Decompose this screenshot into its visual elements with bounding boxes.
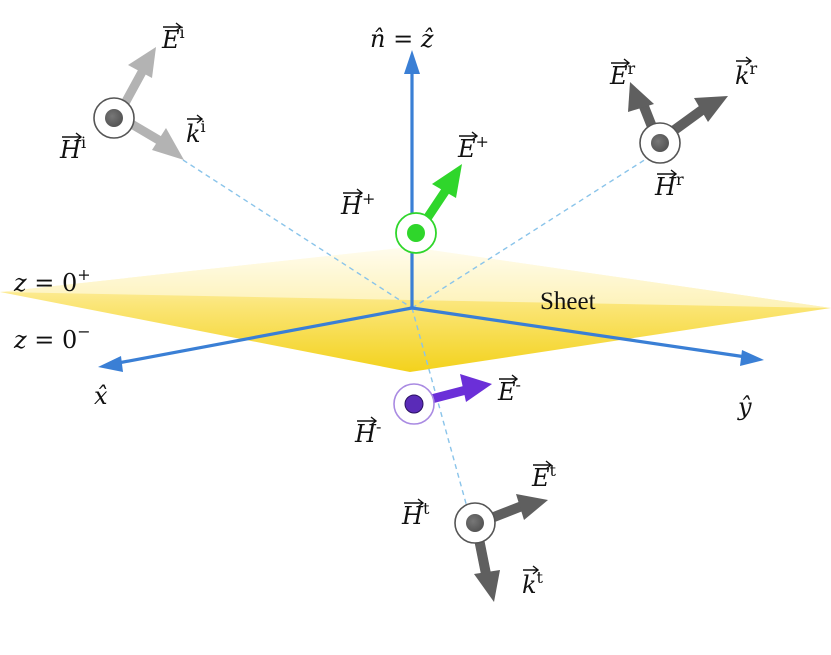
y-axis	[411, 306, 747, 359]
incident-E-arrowhead	[128, 47, 156, 78]
transmitted-wave	[454, 494, 548, 602]
transmitted-k-label: kt	[522, 565, 544, 599]
transmitted-E-arrowhead	[516, 494, 548, 520]
incident-H-label: Hi	[59, 132, 86, 164]
minus-E-arrowhead	[460, 374, 492, 402]
svg-text:H-: H-	[354, 417, 381, 448]
transmitted-H-label: Ht	[401, 498, 430, 530]
svg-text:H+: H+	[340, 189, 375, 220]
svg-text:E-: E-	[497, 375, 521, 406]
plus-field	[395, 164, 462, 254]
incident-ray	[182, 159, 413, 309]
x-axis-label: x̂	[94, 382, 108, 410]
minus-E-label: E-	[497, 374, 521, 406]
y-arrowhead	[740, 350, 764, 366]
transmitted-E-label: Et	[531, 460, 557, 492]
minus-field	[393, 374, 492, 425]
minus-H-label: H-	[354, 416, 381, 448]
reflected-wave	[628, 82, 728, 164]
reflected-k-label: kr	[735, 56, 758, 90]
sheet-highlight	[0, 247, 831, 308]
reflected-E-arrowhead	[628, 82, 654, 112]
svg-text:Er: Er	[609, 59, 636, 90]
normal-axis-label: n̂ = ẑ	[370, 25, 434, 53]
plus-E-label: E+	[457, 131, 489, 163]
reflected-H-label: Hr	[654, 169, 684, 201]
ray-lines	[182, 151, 658, 519]
svg-text:E+: E+	[457, 132, 489, 163]
incident-k-arrowhead	[152, 128, 184, 160]
svg-text:Hi: Hi	[59, 133, 86, 164]
lower-plane-label: z = 0−	[13, 322, 91, 354]
transmitted-k-arrowhead	[474, 570, 500, 602]
x-axis	[117, 306, 413, 365]
svg-text:ki: ki	[186, 117, 206, 148]
transmitted-ray	[411, 307, 471, 519]
reflected-E-label: Er	[609, 58, 636, 90]
plus-H-label: H+	[340, 188, 375, 220]
svg-text:Et: Et	[531, 461, 557, 492]
x-arrowhead	[98, 356, 123, 372]
reflected-k-arrowhead	[694, 96, 728, 122]
y-axis-label: ŷ	[737, 393, 752, 421]
upper-plane-label: z = 0+	[13, 265, 91, 297]
plus-E-arrowhead	[432, 164, 462, 198]
svg-text:Ei: Ei	[161, 23, 185, 54]
sheet-label: Sheet	[540, 288, 596, 315]
svg-text:kt: kt	[522, 568, 544, 599]
reflected-ray	[411, 151, 658, 309]
incident-wave	[93, 47, 184, 160]
incident-k-label: ki	[186, 114, 206, 148]
axes	[98, 50, 764, 372]
svg-text:Ht: Ht	[401, 499, 430, 530]
svg-text:Hr: Hr	[654, 170, 684, 201]
svg-text:kr: kr	[735, 59, 758, 90]
normal-arrowhead	[404, 50, 420, 74]
incident-E-label: Ei	[161, 22, 185, 54]
